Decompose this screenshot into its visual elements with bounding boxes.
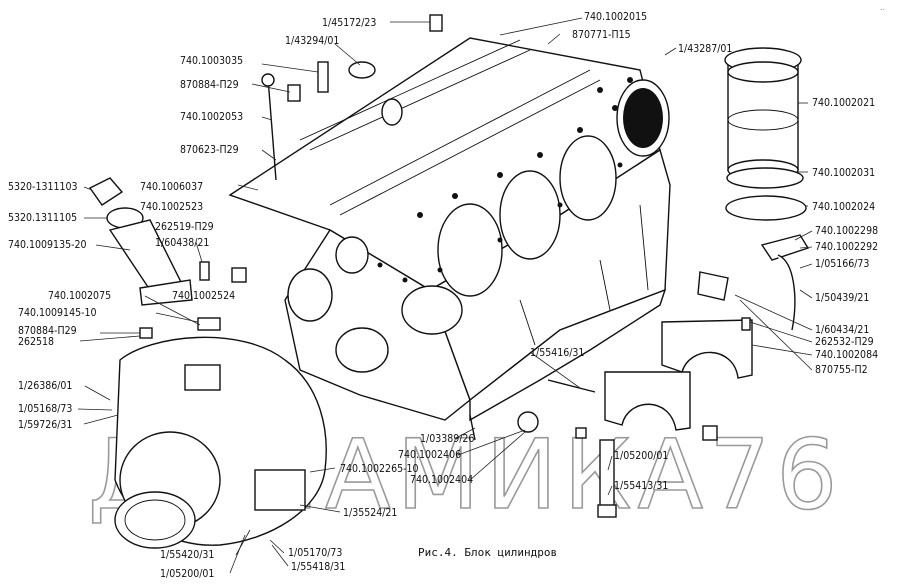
part-label: 740.1002265-10 [340, 463, 419, 475]
front-cover [114, 336, 327, 549]
part-label: 1/05166/73 [815, 258, 869, 270]
part-label: 262519-П29 [155, 221, 214, 233]
part-label: 740.1002024 [812, 201, 875, 213]
part-label: 1/55420/31 [160, 549, 214, 561]
part-label: 262532-П29 [815, 336, 874, 348]
part-labels: 1/45172/23 740.1002015 1/43294/01 870771… [8, 11, 878, 580]
part-label: 870884-П29 [180, 79, 239, 91]
part-label: 5320-1311103 [8, 181, 78, 193]
part-label: 740.1009135-20 [8, 239, 87, 251]
part-label: 740.1009145-10 [18, 307, 97, 319]
part-label: 740.1002075 [48, 290, 111, 302]
part-label: 740.1002053 [180, 111, 243, 123]
part-label: 1/55416/31 [530, 347, 584, 359]
part-label: 740.1002015 [584, 11, 647, 23]
part-label: 1/55418/31 [291, 561, 345, 573]
part-label: 870884-П29 [18, 325, 77, 337]
part-label: 740.1002292 [815, 241, 878, 253]
cylinder-block [228, 37, 671, 422]
part-label: 740.1003035 [180, 55, 243, 67]
part-label: 1/05168/73 [18, 403, 72, 415]
cylinder-liner [724, 47, 807, 221]
part-label: 1/45172/23 [322, 17, 376, 29]
part-label: 1/55413/31 [614, 480, 668, 492]
part-label: 1/03389/26 [420, 433, 474, 445]
part-label: 740.1002524 [172, 290, 235, 302]
part-label: 740.1002031 [812, 167, 875, 179]
part-label: 740.1006037 [140, 181, 203, 193]
part-label: 262518 [18, 336, 54, 348]
bearing-caps [604, 319, 753, 431]
part-label: 1/05200/01 [614, 450, 668, 462]
part-label: 1/60438/21 [155, 237, 209, 249]
part-label: 870623-П29 [180, 144, 239, 156]
part-label: 740.1002021 [812, 97, 875, 109]
figure-caption: Рис.4. Блок цилиндров [418, 546, 557, 559]
leader-lines [77, 17, 813, 574]
part-label: 5320.1311105 [8, 212, 77, 224]
part-label: 1/05170/73 [288, 547, 342, 559]
part-label: 740.1002523 [140, 201, 203, 213]
part-label: 1/35524/21 [343, 507, 397, 519]
part-label: 870771-П15 [572, 29, 631, 41]
part-label: 1/26386/01 [18, 380, 72, 392]
part-label: 1/05200/01 [160, 568, 214, 580]
fasteners [139, 14, 810, 518]
part-label: 1/43287/01 [678, 43, 732, 55]
part-label: 740.1002298 [815, 225, 878, 237]
part-label: 870755-П2 [815, 364, 868, 376]
part-label: 1/59726/31 [18, 419, 72, 431]
part-label: 740.1002404 [410, 474, 473, 486]
part-label: 740.1002406 [398, 449, 461, 461]
corner-mark: .. [880, 3, 885, 12]
part-label: 740.1002084 [815, 349, 878, 361]
part-label: 1/50439/21 [815, 292, 869, 304]
oil-filler-parts [88, 177, 193, 306]
part-label: 1/60434/21 [815, 324, 869, 336]
part-label: 1/43294/01 [285, 35, 339, 47]
